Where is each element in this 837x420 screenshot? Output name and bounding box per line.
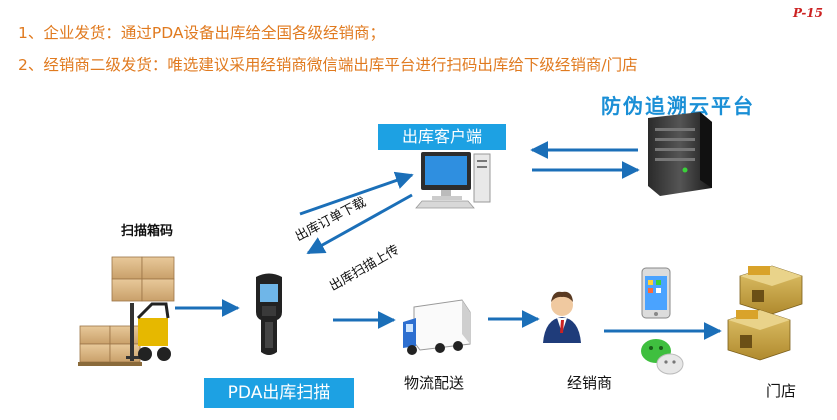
dealer-label: 经销商 [567, 374, 613, 392]
arrow-client-to-pda [306, 193, 413, 255]
header-line-2: 2、经销商二级发货：唯选建议采用经销商微信端出库平台进行扫码出库给下级经销商/门… [18, 56, 638, 74]
forklift-icon [126, 302, 171, 361]
pda-scanner-icon [256, 273, 282, 355]
pda-label: PDA出库扫描 [204, 378, 354, 408]
scan-box-label: 扫描箱码 [121, 224, 174, 239]
logistics-label: 物流配送 [404, 374, 465, 392]
header-line-1: 1、企业发货：通过PDA设备出库给全国各级经销商； [18, 24, 385, 42]
truck-icon [403, 299, 471, 355]
shop-icon [727, 265, 803, 361]
arrow-pda-to-client [299, 171, 414, 216]
flow-arrows [175, 141, 722, 340]
businessman-icon [543, 291, 581, 343]
platform-title: 防伪追溯云平台 [601, 94, 755, 118]
server-icon [648, 112, 712, 196]
store-label: 门店 [766, 382, 797, 400]
smartphone-icon [641, 267, 671, 319]
page-number: P-15 [792, 6, 823, 20]
wechat-icon [641, 339, 684, 375]
computer-icon [415, 152, 491, 209]
client-label: 出库客户端 [378, 124, 506, 150]
